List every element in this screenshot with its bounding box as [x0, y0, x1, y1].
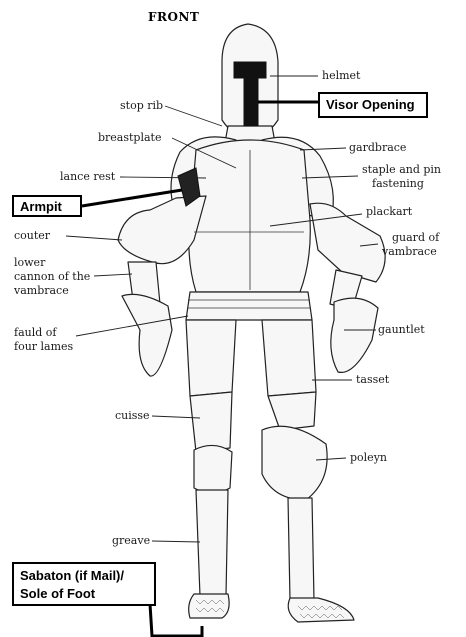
callout-sabaton-line1: Sabaton (if Mail)/ [20, 567, 154, 585]
label-cuisse: cuisse [115, 409, 150, 422]
sabaton-left-shape [189, 594, 229, 618]
fauld-shape [186, 292, 312, 320]
leader-greave [152, 541, 200, 542]
left-gauntlet-shape [122, 294, 172, 376]
callout-visor-opening: Visor Opening [318, 92, 428, 118]
tasset-right-shape [262, 320, 316, 396]
label-helmet: helmet [322, 69, 360, 82]
label-couter: couter [14, 229, 50, 242]
label-greave: greave [112, 534, 150, 547]
leader-lower-cannon [94, 274, 132, 276]
label-stop-rib: stop rib [120, 99, 163, 112]
label-guard-line2: vambrace [382, 245, 437, 258]
label-fauld-line2: four lames [14, 340, 73, 353]
diagram-title: FRONT [148, 10, 199, 24]
leader-stop-rib [165, 106, 222, 126]
breastplate-shape [189, 140, 310, 292]
label-fauld-line1: fauld of [14, 326, 56, 339]
label-gauntlet: gauntlet [378, 323, 425, 336]
poleyn-left-shape [194, 445, 232, 493]
poleyn-right-shape [262, 426, 327, 500]
greave-left-shape [196, 490, 228, 596]
label-lower-cannon-line2: cannon of the [14, 270, 90, 283]
label-staple-pin-line1: staple and pin [362, 163, 441, 176]
cuisse-left-shape [190, 392, 232, 452]
greave-right-shape [288, 498, 314, 600]
label-gardbrace: gardbrace [349, 141, 406, 154]
label-breastplate: breastplate [98, 131, 161, 144]
callout-sabaton-line2: Sole of Foot [20, 585, 154, 603]
label-tasset: tasset [356, 373, 389, 386]
label-plackart: plackart [366, 205, 412, 218]
cuisse-right-shape [268, 392, 316, 430]
callout-sabaton: Sabaton (if Mail)/ Sole of Foot [12, 562, 156, 606]
sabaton-right-shape [288, 598, 354, 622]
leader-couter [66, 236, 122, 240]
right-gauntlet-shape [331, 298, 378, 372]
tasset-left-shape [186, 320, 236, 396]
label-lance-rest: lance rest [60, 170, 115, 183]
label-lower-cannon-line1: lower [14, 256, 45, 269]
label-guard-line1: guard of [392, 231, 439, 244]
callout-armpit: Armpit [12, 195, 82, 217]
label-lower-cannon-line3: vambrace [14, 284, 69, 297]
label-poleyn: poleyn [350, 451, 387, 464]
label-staple-pin-line2: fastening [372, 177, 424, 190]
